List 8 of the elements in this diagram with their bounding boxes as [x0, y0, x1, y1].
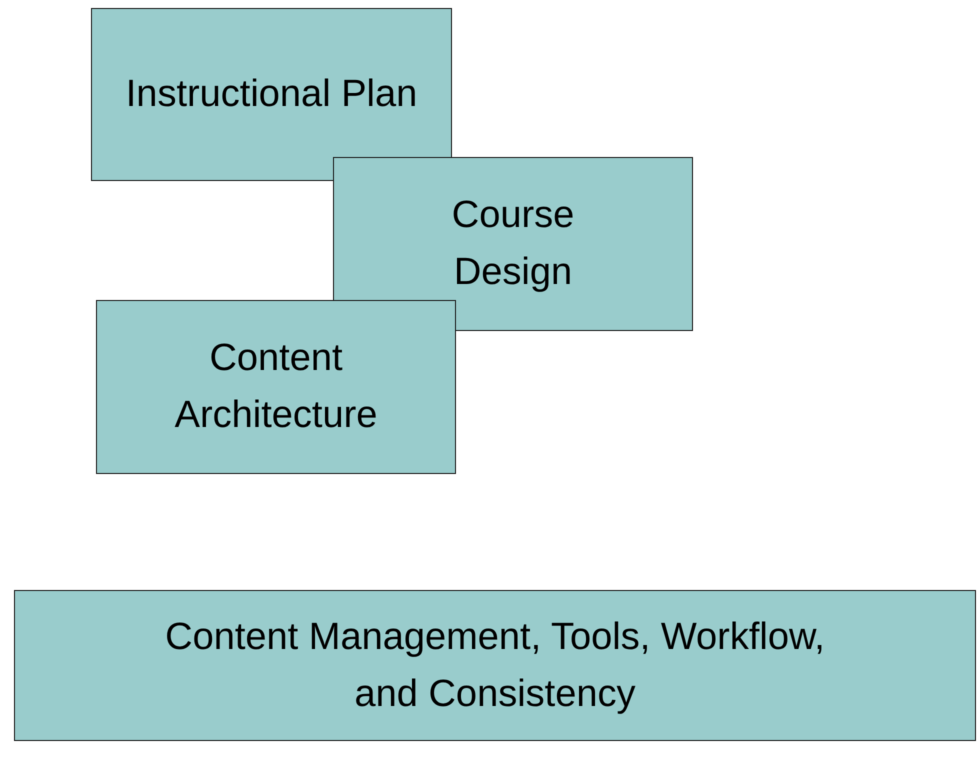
process-box	[91, 8, 452, 181]
process-box	[333, 157, 693, 331]
process-box	[14, 590, 976, 741]
box-label: Course Design	[450, 193, 576, 295]
box-label: Content Management, Tools, Workflow, and Consistency	[164, 614, 826, 716]
box-label: Instructional Plan	[124, 72, 418, 117]
process-box	[96, 300, 456, 474]
box-label: Content Architecture	[174, 336, 378, 438]
